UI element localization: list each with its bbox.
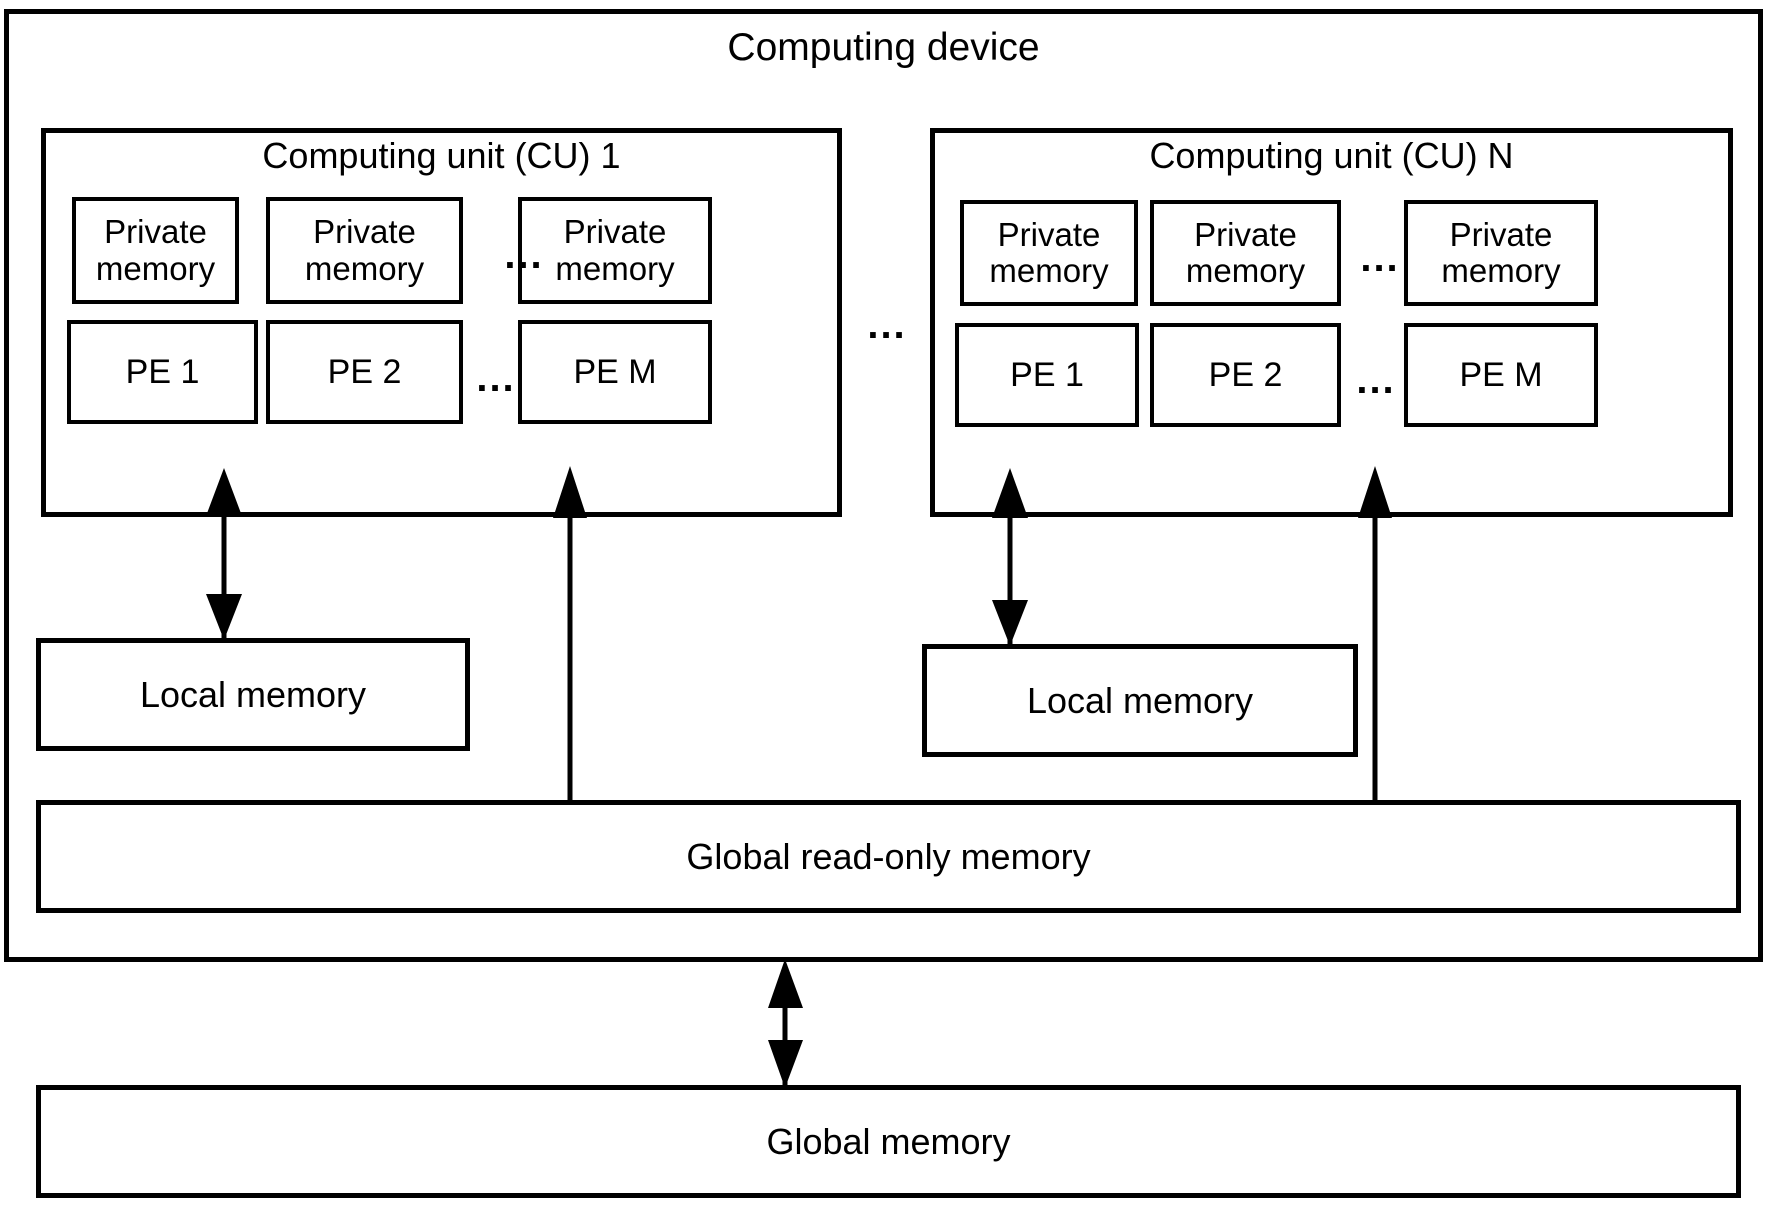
cu1-pe-2-label: PE 2: [327, 352, 402, 391]
cun-private-memory-2-label: Private memory: [1185, 215, 1306, 289]
cu1-pe-ellipsis: ...: [476, 356, 516, 400]
cun-pe-m-label: PE M: [1459, 355, 1543, 394]
global-read-only-memory: Global read-only memory: [36, 800, 1741, 913]
compute-unit-ellipsis: ...: [867, 303, 907, 347]
cun-local-memory: Local memory: [922, 644, 1358, 757]
arrow-device-to-global-memory: [768, 959, 803, 1088]
cu1-pe-2: PE 2: [266, 320, 463, 424]
cu1-private-memory-2: Private memory: [266, 197, 463, 304]
compute-unit-n-title: Computing unit (CU) N: [1149, 135, 1514, 176]
cun-pe-1: PE 1: [955, 323, 1139, 427]
cun-local-memory-label: Local memory: [1026, 679, 1254, 721]
cu1-pe-m: PE M: [518, 320, 712, 424]
cun-pe-1-label: PE 1: [1010, 355, 1084, 394]
cu1-private-memory-2-label: Private memory: [304, 213, 425, 287]
cu1-private-memory-ellipsis: ...: [504, 233, 544, 277]
cun-private-memory-ellipsis: ...: [1360, 236, 1400, 280]
compute-unit-1-title: Computing unit (CU) 1: [262, 135, 621, 176]
cu1-pe-m-label: PE M: [573, 352, 657, 391]
cun-private-memory-2: Private memory: [1150, 200, 1341, 306]
cu1-pe-1-label: PE 1: [125, 352, 200, 391]
cun-private-memory-m-label: Private memory: [1441, 215, 1561, 289]
cu1-local-memory-label: Local memory: [139, 673, 367, 715]
cun-pe-m: PE M: [1404, 323, 1598, 427]
cu1-private-memory-1: Private memory: [72, 197, 239, 304]
cun-pe-2-label: PE 2: [1208, 355, 1283, 394]
compute-unit-1-container: [41, 128, 842, 517]
cun-pe-2: PE 2: [1150, 323, 1341, 427]
cu1-pe-1: PE 1: [67, 320, 258, 424]
cun-private-memory-1-label: Private memory: [989, 215, 1109, 289]
global-memory-label: Global memory: [766, 1120, 1011, 1162]
compute-unit-n-container: [930, 128, 1733, 517]
global-memory: Global memory: [36, 1085, 1741, 1198]
cu1-private-memory-m-label: Private memory: [555, 213, 675, 287]
cun-private-memory-1: Private memory: [960, 200, 1138, 306]
cu1-private-memory-m: Private memory: [518, 197, 712, 304]
cu1-local-memory: Local memory: [36, 638, 470, 751]
cun-pe-ellipsis: ...: [1356, 358, 1396, 402]
global-read-only-memory-label: Global read-only memory: [686, 835, 1091, 877]
cu1-private-memory-1-label: Private memory: [95, 213, 216, 287]
computing-device-title: Computing device: [727, 26, 1040, 69]
computing-device-container: [4, 9, 1763, 962]
cun-private-memory-m: Private memory: [1404, 200, 1598, 306]
